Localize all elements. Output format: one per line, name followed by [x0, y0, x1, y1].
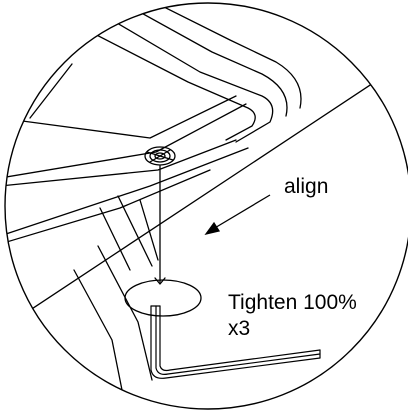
frame-outline	[5, 3, 302, 401]
tighten-label: Tighten 100%	[228, 291, 357, 314]
rotation-indicator-icon	[124, 279, 202, 317]
detail-circle	[4, 2, 408, 410]
align-label: align	[284, 175, 329, 198]
hex-key-icon	[150, 305, 321, 379]
bolt-icon	[144, 146, 176, 166]
panel-edge-line	[5, 59, 408, 331]
quantity-label: x3	[228, 317, 251, 340]
align-arrow-icon	[204, 194, 271, 236]
